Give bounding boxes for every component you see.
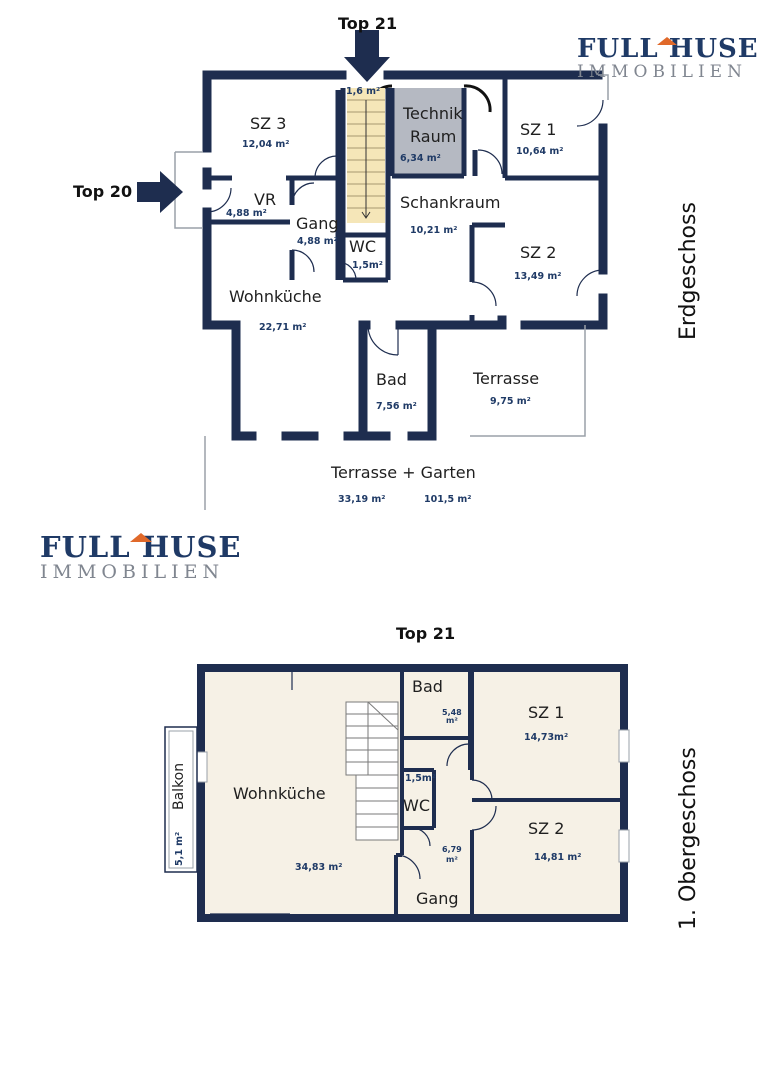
gf-bad-area: 7,56 m² bbox=[376, 401, 417, 412]
uf-sz2-name: SZ 2 bbox=[528, 819, 565, 838]
gf-door-bad bbox=[367, 324, 399, 356]
uf-wall-wc bbox=[400, 768, 436, 855]
gf-wall-left bbox=[202, 70, 241, 441]
uf-top21-label: Top 21 bbox=[396, 624, 456, 643]
gf-wall-sz2 bbox=[469, 222, 505, 325]
uf-bad-area-2: m² bbox=[446, 716, 458, 725]
gf-sz3-name: SZ 3 bbox=[250, 114, 287, 133]
uf-door-wc bbox=[411, 827, 431, 847]
gf-stairs bbox=[347, 88, 385, 223]
gf-vr-name: VR bbox=[254, 190, 277, 209]
gf-door-sz3 bbox=[314, 155, 339, 179]
uf-door-gang bbox=[395, 854, 421, 880]
uf-gang-area-1: 6,79 bbox=[442, 845, 462, 854]
gf-garten-area-1: 33,19 m² bbox=[338, 494, 386, 505]
logo-top-word-c: IMMOBILIEN bbox=[577, 62, 747, 82]
gf-wohnkueche-area: 22,71 m² bbox=[259, 322, 307, 333]
gf-wohnkueche-name: Wohnküche bbox=[229, 287, 322, 306]
brand-logo-top: FULL HUSE IMMOBILIEN bbox=[577, 34, 759, 84]
gf-garten-name: Terrasse + Garten bbox=[331, 463, 476, 482]
gf-wall-stair bbox=[340, 88, 391, 283]
uf-stairs bbox=[345, 701, 399, 841]
gf-technik-name-2: Raum bbox=[410, 127, 457, 146]
uf-door-bad bbox=[446, 743, 470, 767]
gf-vr-area: 4,88 m² bbox=[226, 208, 267, 219]
gf-sz1-area: 10,64 m² bbox=[516, 146, 564, 157]
gf-sz1-window bbox=[598, 74, 609, 100]
logo-top-word-b: USE bbox=[694, 34, 759, 64]
gf-door-gang-1 bbox=[291, 182, 315, 206]
uf-window-sz2 bbox=[618, 829, 630, 863]
uf-bad-area-1: 5,48 bbox=[442, 708, 462, 717]
gf-schankraum-area: 10,21 m² bbox=[410, 225, 458, 236]
uf-wohnkueche-divider bbox=[210, 672, 293, 915]
logo-mid-roof-icon bbox=[130, 533, 152, 542]
uf-floor-label: 1. Obergeschoss bbox=[676, 747, 701, 930]
uf-wc-area: 1,5m² bbox=[405, 773, 436, 784]
gf-sz3-area: 12,04 m² bbox=[242, 139, 290, 150]
logo-mid-word-c: IMMOBILIEN bbox=[40, 561, 225, 583]
gf-door-schank bbox=[477, 149, 503, 175]
uf-balkon-inner bbox=[168, 730, 194, 869]
uf-wohnkueche-area: 34,83 m² bbox=[295, 862, 343, 873]
gf-terrasse-area: 9,75 m² bbox=[490, 396, 531, 407]
uf-gang-area-2: m² bbox=[446, 855, 458, 864]
gf-floor-label: Erdgeschoss bbox=[676, 202, 701, 340]
gf-wall-technik bbox=[389, 88, 467, 179]
gf-terrasse-name: Terrasse bbox=[473, 369, 540, 388]
uf-wc-name: WC bbox=[403, 796, 430, 815]
gf-top20-label: Top 20 bbox=[73, 182, 133, 201]
gf-terrasse-outline bbox=[470, 325, 586, 437]
gf-garten-area-2: 101,5 m² bbox=[424, 494, 472, 505]
uf-wohnkueche-name: Wohnküche bbox=[233, 784, 326, 803]
gf-technik-area: 6,34 m² bbox=[400, 153, 441, 164]
gf-stair-area: 1,6 m² bbox=[346, 86, 381, 97]
gf-sz2-name: SZ 2 bbox=[520, 243, 557, 262]
top21-entry-arrow-icon bbox=[344, 30, 390, 82]
gf-bad-name: Bad bbox=[376, 370, 407, 389]
gf-door-sz1 bbox=[576, 99, 604, 127]
gf-door-technik-right bbox=[463, 84, 492, 113]
gf-door-gang-2 bbox=[291, 249, 315, 273]
gf-gang-area: 4,88 m² bbox=[297, 236, 338, 247]
gf-door-sz2 bbox=[471, 281, 497, 307]
gf-door-sz2b bbox=[576, 269, 604, 297]
gf-technik-name-1: Technik bbox=[403, 104, 463, 123]
uf-balkon-name: Balkon bbox=[171, 762, 187, 810]
uf-floor-fill bbox=[201, 668, 624, 918]
uf-window-sz1 bbox=[618, 729, 630, 763]
technik-room-fill bbox=[392, 88, 464, 176]
logo-mid-word-b: USE bbox=[170, 530, 242, 564]
gf-schankraum-name: Schankraum bbox=[400, 193, 501, 212]
uf-balkon-outline bbox=[164, 726, 198, 873]
uf-window-balkon bbox=[196, 751, 208, 783]
uf-sz2-area: 14,81 m² bbox=[534, 852, 582, 863]
brand-logo-middle: FULL HUSE IMMOBILIEN bbox=[40, 530, 255, 588]
top20-entry-arrow-icon bbox=[137, 171, 183, 213]
logo-top-roof-icon bbox=[657, 37, 677, 45]
gf-gang-name: Gang bbox=[296, 214, 339, 233]
gf-sz2-area: 13,49 m² bbox=[514, 271, 562, 282]
gf-top21-label: Top 21 bbox=[338, 14, 398, 33]
uf-outer-wall bbox=[197, 664, 628, 922]
uf-door-sz2 bbox=[471, 805, 497, 831]
uf-gang-name: Gang bbox=[416, 889, 459, 908]
gf-wc-name: WC bbox=[349, 237, 376, 256]
gf-wc-area: 1,5m² bbox=[352, 260, 383, 271]
uf-balkon-area: 5,1 m² bbox=[174, 831, 185, 866]
uf-sz1-area: 14,73m² bbox=[524, 732, 569, 743]
gf-wall-sz1 bbox=[472, 75, 603, 181]
gf-door-wc bbox=[337, 261, 357, 281]
uf-wall-sz1 bbox=[470, 672, 620, 914]
gf-wall-bad bbox=[358, 315, 507, 441]
gf-entry-frame bbox=[174, 151, 203, 229]
uf-bad-name: Bad bbox=[412, 677, 443, 696]
uf-door-sz1 bbox=[471, 779, 493, 801]
gf-door-vr bbox=[206, 187, 232, 213]
gf-wall-right bbox=[520, 123, 608, 330]
uf-sz1-name: SZ 1 bbox=[528, 703, 565, 722]
gf-sz1-name: SZ 1 bbox=[520, 120, 557, 139]
